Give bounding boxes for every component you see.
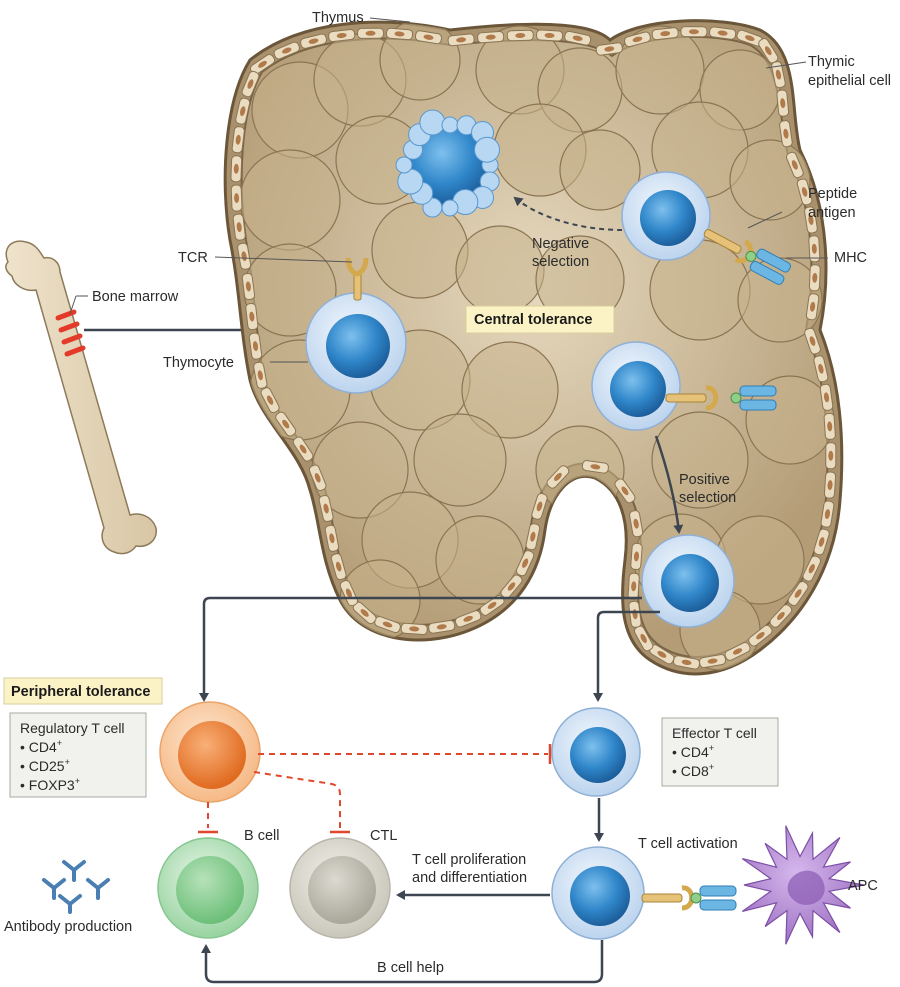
- marker-item: • CD8+: [672, 762, 714, 779]
- peptide-label-1: Peptide: [808, 186, 857, 202]
- positive-selection-arrow: [654, 435, 684, 534]
- peptide-label-2: antigen: [808, 205, 856, 221]
- negative-selection-arrow: [513, 196, 623, 231]
- marker-base: • CD8: [672, 763, 709, 779]
- apoptotic-thymocyte: [395, 109, 500, 218]
- tcr-mhc-complex-2: [665, 385, 777, 411]
- apoptotic-blebs: [395, 109, 500, 218]
- thymocyte-positive-selection: [591, 341, 681, 431]
- thymus-label: Thymus: [312, 10, 364, 26]
- marker-base: • CD4: [672, 744, 709, 760]
- epithelial-leader: [765, 61, 807, 69]
- mature-t-cell: [641, 534, 735, 628]
- peripheral-tolerance-label: Peripheral tolerance: [11, 684, 150, 700]
- proliferation-label-2: and differentiation: [412, 870, 527, 886]
- apc-cell: [741, 825, 865, 945]
- activation-label: T cell activation: [638, 836, 738, 852]
- positive-selection-label-2: selection: [679, 490, 736, 506]
- marker-sup: +: [709, 743, 714, 753]
- b-cell-label: B cell: [244, 828, 279, 844]
- effector-info-box: Effector T cell • CD4+• CD8+: [661, 717, 779, 787]
- marker-item: • CD4+: [20, 738, 62, 755]
- marker-item: • CD25+: [20, 757, 70, 774]
- thymic-epithelial-cells: [230, 26, 837, 670]
- marker-base: • CD4: [20, 739, 57, 755]
- thymocyte-label: Thymocyte: [163, 355, 234, 371]
- bone-marrow-leader-2: [69, 295, 77, 315]
- positive-selection-label-1: Positive: [679, 472, 730, 488]
- marker-item: • CD4+: [672, 743, 714, 760]
- thymocyte-negative-selection: [621, 171, 711, 261]
- peripheral-tolerance-box: Peripheral tolerance: [3, 677, 163, 705]
- marker-sup: +: [65, 757, 70, 767]
- central-tolerance-box: Central tolerance: [465, 305, 615, 334]
- treg-markers: • CD4+• CD25+• FOXP3+: [20, 738, 80, 793]
- bone: [5, 240, 157, 555]
- marker-sup: +: [709, 762, 714, 772]
- ctl-label: CTL: [370, 828, 397, 844]
- apc-label: APC: [848, 878, 878, 894]
- effector-markers: • CD4+• CD8+: [672, 743, 714, 779]
- to-effector-arrow: [593, 610, 660, 702]
- proliferation-label-1: T cell proliferation: [412, 852, 526, 868]
- b-cell: [157, 837, 259, 939]
- bone-marrow-bands: [55, 309, 86, 357]
- effector-t-cell: [551, 707, 641, 797]
- peptide-leader: [747, 211, 783, 229]
- b-cell-help-arrow: [201, 940, 604, 984]
- to-treg-arrow: [199, 596, 642, 702]
- marker-sup: +: [75, 776, 80, 786]
- b-cell-help-label: B cell help: [377, 960, 444, 976]
- antibody-icons: [42, 860, 110, 914]
- tcr-mhc-complex-apc: [641, 885, 737, 911]
- activated-t-cell: [551, 846, 645, 940]
- tcr-mhc-complex-1: [703, 229, 791, 285]
- inhibition-lines: [198, 744, 552, 834]
- marker-item: • FOXP3+: [20, 776, 80, 793]
- epithelial-label-1: Thymic: [808, 54, 855, 70]
- mhc-label: MHC: [834, 250, 867, 266]
- ctl-cell: [289, 837, 391, 939]
- epithelial-label-2: epithelial cell: [808, 73, 891, 89]
- marker-base: • FOXP3: [20, 777, 75, 793]
- thymocyte: [305, 292, 407, 394]
- central-tolerance-label: Central tolerance: [474, 312, 592, 328]
- marker-base: • CD25: [20, 758, 65, 774]
- effector-title: Effector T cell: [672, 725, 757, 741]
- tcr-leader: [214, 256, 353, 263]
- treg-info-box: Regulatory T cell • CD4+• CD25+• FOXP3+: [9, 712, 147, 798]
- treg-title: Regulatory T cell: [20, 720, 125, 736]
- antibody-production-label: Antibody production: [4, 919, 132, 935]
- tcr-label: TCR: [178, 250, 208, 266]
- marker-sup: +: [57, 738, 62, 748]
- treg-inhibits-ctl: [253, 771, 341, 828]
- negative-selection-label-2: selection: [532, 254, 589, 270]
- bone-marrow-label: Bone marrow: [92, 289, 179, 305]
- tcr-receptor: [345, 257, 369, 301]
- thymus-leader: [369, 17, 411, 23]
- negative-selection-label-1: Negative: [532, 236, 589, 252]
- regulatory-t-cell: [159, 701, 261, 803]
